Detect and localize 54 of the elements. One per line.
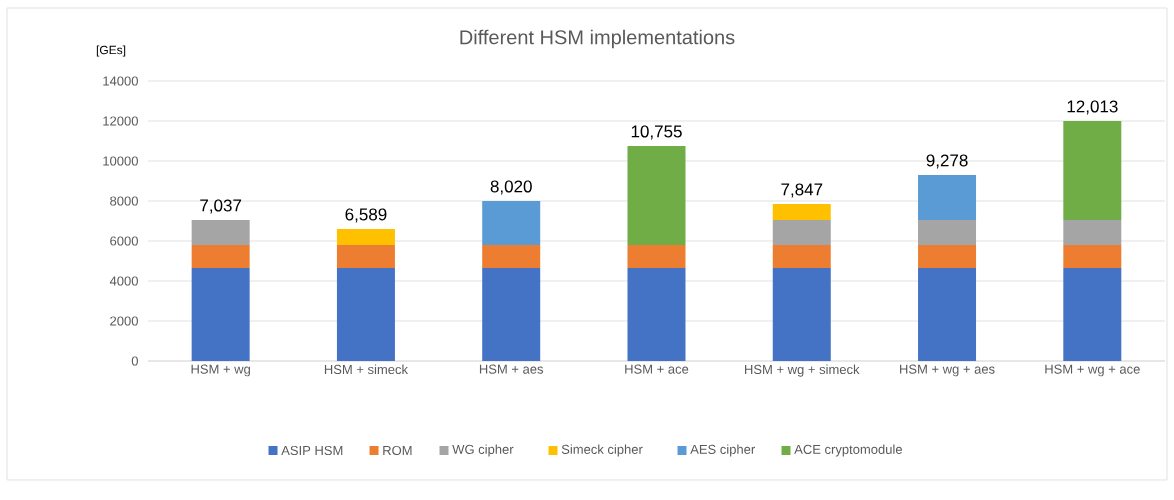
bar (1063, 267, 1122, 361)
bar (482, 200, 541, 245)
legend-label: ASIP HSM (281, 445, 343, 456)
bar (191, 219, 250, 245)
bar (1063, 244, 1122, 268)
bar (918, 174, 977, 220)
data-label: 9,278 (926, 154, 968, 169)
bar (772, 244, 831, 268)
data-label: 12,013 (1067, 100, 1118, 115)
legend-label: ROM (383, 445, 412, 456)
bar (772, 219, 831, 245)
x-tick-label: HSM + aes (479, 364, 544, 374)
bar (1063, 219, 1122, 245)
chart-title: Different HSM implementations (460, 29, 735, 49)
bar (191, 267, 250, 361)
data-label: 10,755 (631, 125, 682, 140)
bar (336, 267, 395, 361)
legend-label: WG cipher (452, 444, 514, 457)
x-tick-label: HSM + wg + simeck (745, 364, 860, 377)
bar (918, 219, 977, 245)
legend-label: AES cipher (690, 444, 755, 457)
bar (1063, 120, 1122, 220)
x-tick-label: HSM + simeck (324, 364, 409, 375)
bar (918, 244, 977, 268)
bar (336, 228, 395, 245)
data-label: 6,589 (345, 208, 387, 223)
data-label: 8,020 (490, 180, 532, 195)
legend-label: ACE cryptomodule (794, 444, 902, 457)
axis-label: [GEs] (96, 45, 126, 57)
bar (627, 267, 686, 361)
tick-label: 12000 (103, 116, 138, 126)
bar (482, 267, 541, 361)
bar (336, 244, 395, 268)
data-label: 7,037 (200, 199, 242, 214)
tick-label: 10000 (103, 156, 138, 166)
tick-label: 14000 (103, 76, 138, 86)
tick-label: 0 (131, 356, 138, 366)
data-label: 7,847 (781, 183, 823, 198)
x-tick-label: HSM + wg + aes (900, 364, 995, 377)
x-tick-label: HSM + wg (191, 364, 250, 377)
tick-label: 4000 (109, 276, 138, 286)
tick-label: 8000 (110, 196, 138, 206)
x-tick-label: HSM + ace (625, 364, 689, 374)
bar (772, 203, 831, 220)
bar (627, 145, 686, 245)
x-tick-label: HSM + wg + ace (1045, 364, 1140, 377)
tick-label: 6000 (110, 236, 138, 246)
tick-label: 2000 (110, 316, 138, 326)
legend-label: Simeck cipher (561, 444, 643, 457)
bar (918, 267, 977, 361)
bar (191, 244, 250, 268)
bar (482, 244, 541, 268)
bar (627, 244, 686, 268)
bar (772, 267, 831, 361)
